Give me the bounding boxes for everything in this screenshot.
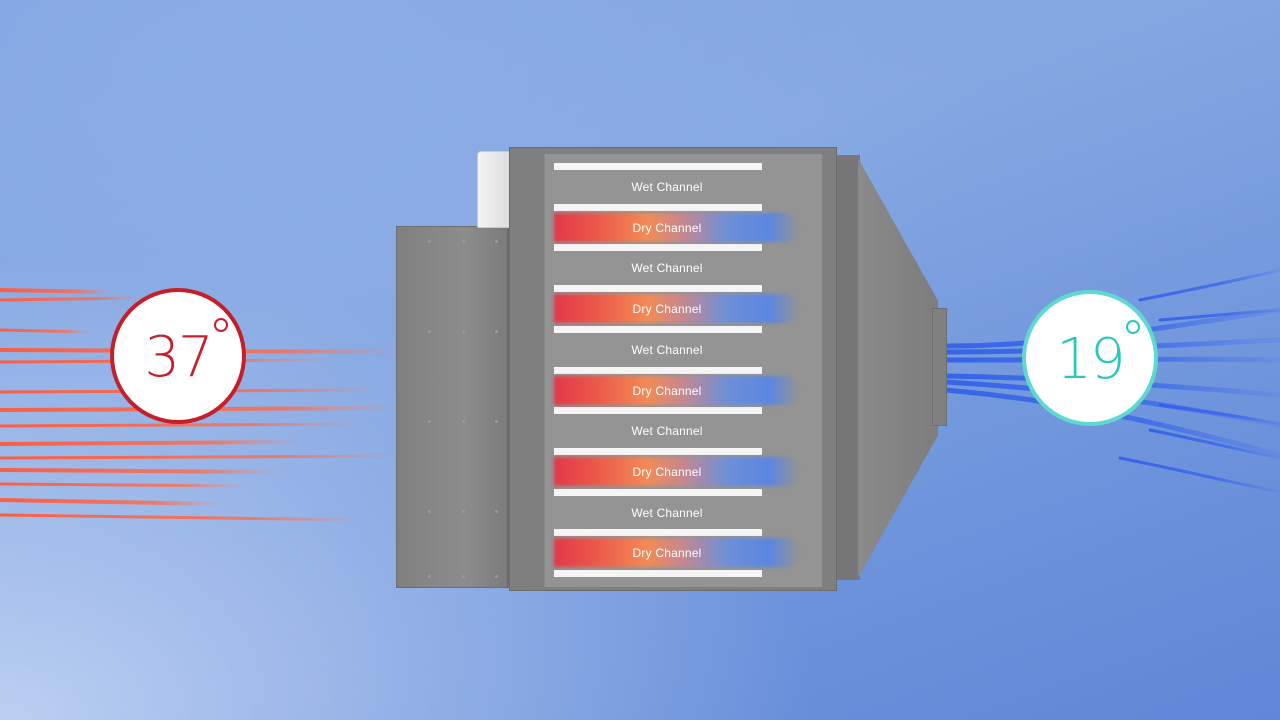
rivet: [495, 330, 498, 333]
rivet: [428, 330, 431, 333]
rivet: [462, 575, 465, 578]
cold-streak: [1148, 428, 1280, 460]
cold-streak: [1138, 268, 1280, 302]
cold-streak: [1118, 456, 1280, 494]
hot-streak: [0, 288, 112, 294]
rivet: [462, 240, 465, 243]
rivet: [428, 240, 431, 243]
channel-plate: [554, 488, 762, 496]
wet-channel-label: Wet Channel: [631, 180, 703, 194]
hot-streak: [0, 468, 282, 474]
channel-plate: [554, 447, 762, 455]
wet-channel-label: Wet Channel: [631, 505, 703, 520]
rivet: [495, 575, 498, 578]
rivet: [428, 510, 431, 513]
outlet-transition: [858, 158, 938, 578]
hot-streak: [0, 328, 92, 334]
dry-channel-label: Dry Channel: [632, 464, 702, 479]
inlet-temperature-text: 37: [144, 325, 213, 390]
hot-streak: [0, 422, 362, 428]
channel-plate: [554, 325, 762, 333]
dry-channel-label: Dry Channel: [632, 383, 702, 398]
dry-channel-label: Dry Channel: [632, 302, 702, 317]
channel-plate: [554, 203, 762, 211]
outlet-flange: [932, 308, 947, 426]
control-box: [477, 151, 513, 228]
wet-channel-label: Wet Channel: [631, 261, 703, 276]
rivet: [428, 420, 431, 423]
outlet-temperature: 19: [1056, 320, 1140, 388]
outlet-temperature-badge: 19: [1022, 290, 1158, 426]
hot-streak: [0, 482, 252, 488]
hot-air-streaks: [0, 288, 402, 522]
dry-channel-airflow: [554, 212, 799, 242]
cold-streak: [1158, 403, 1280, 426]
degree-icon: [1125, 320, 1140, 334]
channel-plate: [554, 244, 762, 252]
outlet-temperature-text: 19: [1056, 327, 1125, 392]
channel-plate: [554, 407, 762, 415]
channel-plate: [554, 529, 762, 537]
rivet: [462, 330, 465, 333]
housing-edge: [836, 155, 860, 580]
inlet-temperature-badge: 37: [110, 288, 246, 424]
channel-plate: [554, 366, 762, 374]
inlet-housing: [396, 226, 512, 588]
wet-channel-label: Wet Channel: [631, 342, 703, 357]
inlet-temperature: 37: [144, 318, 228, 386]
hot-streak: [0, 440, 302, 446]
degree-icon: [213, 318, 228, 332]
rivet: [462, 420, 465, 423]
rivet: [495, 240, 498, 243]
channel-plate: [554, 285, 762, 293]
channel-plate: [554, 163, 762, 170]
hot-streak: [0, 498, 222, 506]
rivet: [428, 575, 431, 578]
rivet: [495, 510, 498, 513]
dry-channel-airflow: [554, 538, 799, 568]
dry-channel-airflow: [554, 456, 799, 486]
dry-channel-label: Dry Channel: [632, 220, 702, 235]
hot-streak: [0, 296, 142, 302]
hot-streak: [0, 513, 362, 522]
dry-channel-airflow: [554, 294, 799, 324]
hot-streak: [0, 454, 402, 460]
cold-streak: [1158, 308, 1280, 322]
rivet: [462, 510, 465, 513]
rivet: [495, 420, 498, 423]
wet-channel-label: Wet Channel: [631, 424, 703, 439]
dry-channel-label: Dry Channel: [632, 546, 702, 561]
channel-plate: [554, 570, 762, 577]
dry-channel-airflow: [554, 375, 799, 405]
